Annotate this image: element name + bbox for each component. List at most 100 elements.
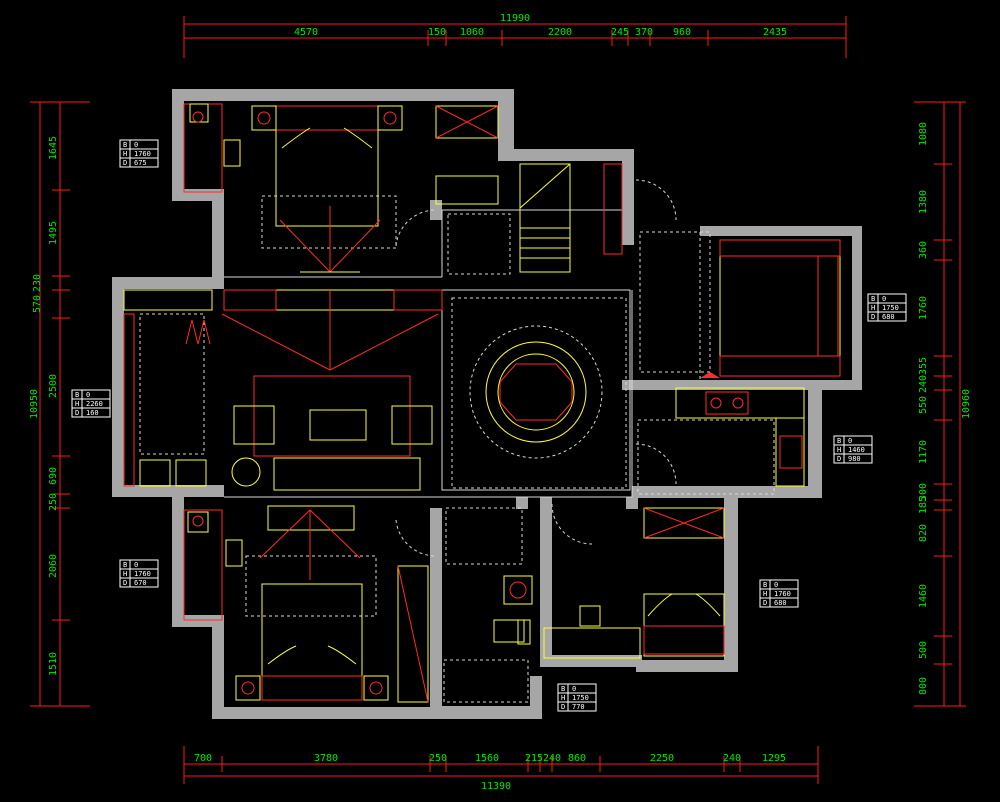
spec-value: 1750 (572, 694, 589, 702)
bottom-dim: 700 (194, 753, 212, 764)
spec-value: 1760 (134, 150, 151, 158)
spec-label: H (763, 590, 767, 598)
spec-table: B H D 0 1760 670 (119, 559, 159, 588)
right-dim: 1380 (918, 190, 929, 214)
right-dim: 300 (918, 483, 929, 501)
spec-value: 770 (572, 703, 585, 711)
right-dim: 820 (918, 524, 929, 542)
bottom-dim: 2250 (650, 753, 674, 764)
spec-label: H (837, 446, 841, 454)
bottom-dim: 250 (429, 753, 447, 764)
right-dimensions: 10960 1080 1380 360 1760 355 240 550 117… (918, 122, 972, 695)
bottom-dim: 215 (525, 753, 543, 764)
spec-label: B (561, 685, 565, 693)
spec-value: 980 (848, 455, 861, 463)
spec-value: 0 (774, 581, 778, 589)
left-dimensions: 10950 1645 1495 230 570 2500 690 250 206… (29, 136, 59, 676)
left-dim: 2060 (48, 554, 59, 578)
bedroom-bottom-furniture (183, 505, 429, 703)
top-total-dim: 11990 (500, 13, 530, 24)
left-dim: 1645 (48, 136, 59, 160)
spec-label: H (871, 304, 875, 312)
spec-label: D (561, 703, 565, 711)
spec-label: H (75, 400, 79, 408)
left-dim: 230 (32, 274, 43, 292)
spec-value: 0 (134, 141, 138, 149)
spec-value: 2260 (86, 400, 103, 408)
spec-value: 0 (572, 685, 576, 693)
right-dim: 1170 (918, 440, 929, 464)
right-dim: 500 (918, 641, 929, 659)
spec-table: B H D 0 1750 770 (557, 683, 597, 712)
spec-label: B (123, 141, 127, 149)
spec-label: D (871, 313, 875, 321)
spec-value: 675 (134, 159, 147, 167)
spec-label: B (763, 581, 767, 589)
spec-label: B (837, 437, 841, 445)
spec-label: D (123, 159, 127, 167)
spec-label: D (763, 599, 767, 607)
spec-value: 680 (882, 313, 895, 321)
kitchen-furniture (675, 387, 805, 487)
interior-lines (224, 209, 633, 498)
top-dim: 960 (673, 27, 691, 38)
spec-table: B H D 0 2260 160 (71, 389, 111, 418)
left-dim: 570 (32, 295, 43, 313)
top-dim: 370 (635, 27, 653, 38)
spec-value: 670 (134, 579, 147, 587)
left-total-dim: 10950 (29, 389, 40, 419)
spec-value: 0 (848, 437, 852, 445)
bottom-dim: 1295 (762, 753, 786, 764)
spec-value: 0 (134, 561, 138, 569)
left-dim: 690 (48, 467, 59, 485)
right-dim: 240 (918, 375, 929, 393)
spec-label: H (123, 570, 127, 578)
right-dim: 1760 (918, 296, 929, 320)
left-dim: 250 (48, 493, 59, 511)
bottom-dim: 240 (723, 753, 741, 764)
dimension-lines (30, 16, 966, 784)
spec-value: 1750 (882, 304, 899, 312)
top-dim: 245 (611, 27, 629, 38)
right-dim: 1460 (918, 584, 929, 608)
right-dim: 1080 (918, 122, 929, 146)
spec-value: 0 (86, 391, 90, 399)
bedroom-top-furniture (183, 103, 499, 273)
spec-value: 680 (774, 599, 787, 607)
dashed-outlines (245, 179, 775, 703)
spec-label: B (123, 561, 127, 569)
spec-table: B H D 0 1760 675 (119, 139, 159, 168)
right-dim: 800 (918, 677, 929, 695)
spec-label: H (123, 150, 127, 158)
spec-value: 1460 (848, 446, 865, 454)
bathroom-fixtures (493, 575, 533, 645)
spec-table: B H D 0 1760 680 (759, 579, 799, 608)
spec-label: B (75, 391, 79, 399)
living-room-furniture (123, 289, 443, 491)
spec-value: 1760 (134, 570, 151, 578)
top-dimensions: 11990 4570 150 1060 2200 245 370 960 243… (294, 13, 787, 38)
right-dim: 360 (918, 241, 929, 259)
spec-value: 1760 (774, 590, 791, 598)
bottom-dim: 860 (568, 753, 586, 764)
spec-label: H (561, 694, 565, 702)
spec-value: 0 (882, 295, 886, 303)
right-total-dim: 10960 (961, 389, 972, 419)
top-dim: 1060 (460, 27, 484, 38)
right-dim: 550 (918, 396, 929, 414)
bottom-dim: 240 (543, 753, 561, 764)
right-dim: 355 (918, 357, 929, 375)
top-dim: 2200 (548, 27, 572, 38)
spec-table: B H D 0 1460 980 (833, 435, 873, 464)
spec-value: 160 (86, 409, 99, 417)
spec-table: B H D 0 1750 680 (867, 293, 907, 322)
spec-label: B (871, 295, 875, 303)
bedroom-right-furniture (700, 239, 841, 378)
left-dim: 1510 (48, 652, 59, 676)
bottom-dim: 1560 (475, 753, 499, 764)
spec-label: D (837, 455, 841, 463)
left-dim: 2500 (48, 374, 59, 398)
bottom-dim: 3780 (314, 753, 338, 764)
